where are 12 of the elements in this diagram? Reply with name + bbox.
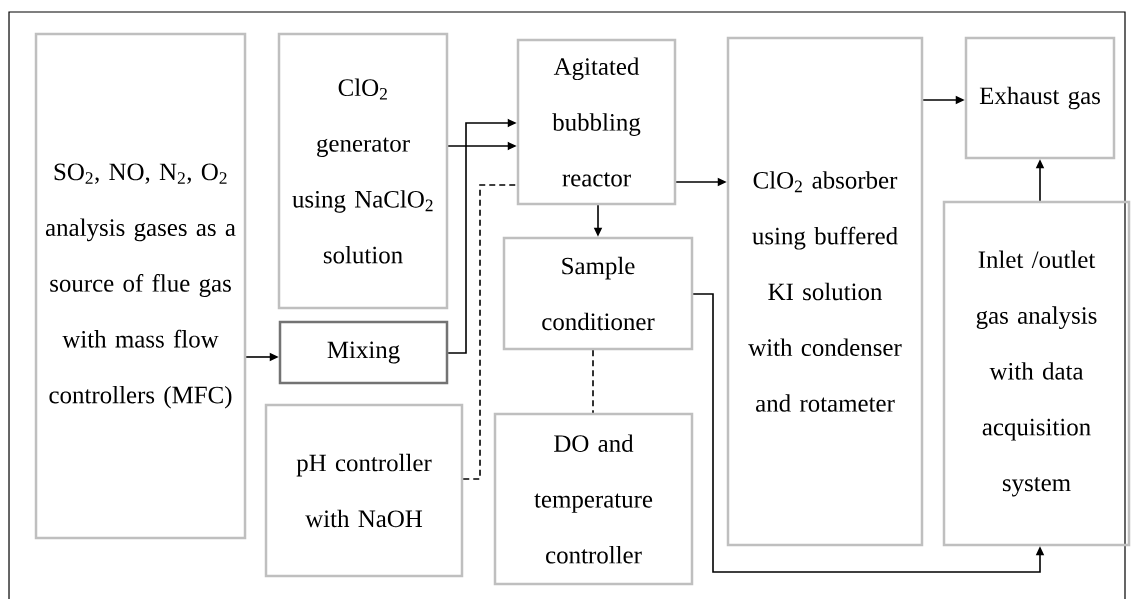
process-box: ClO$_{2}$ absorber using buffered KI solution with condenser and rotameter — [726, 36, 924, 547]
process-box: Sample conditioner — [502, 236, 694, 351]
connector-line — [462, 184, 518, 480]
process-box: Agitated bubbling reactor — [516, 38, 677, 206]
process-box: Exhaust gas — [964, 36, 1116, 160]
process-box: DO and temperature controller — [493, 412, 694, 586]
process-box: Mixing — [278, 320, 449, 385]
process-box: pH controller with NaOH — [264, 403, 464, 578]
process-box: Inlet /outlet gas analysis with data acquisition system — [942, 200, 1131, 547]
process-box: ClO$_{2}$ generator using NaClO$_{2}$ solution — [277, 32, 449, 310]
connector-line — [592, 349, 594, 414]
process-box: SO$_{2}$, NO, N$_{2}$, O$_{2}$ analysis gases as a source of flue gas with mass flow controllers (MFC) — [34, 32, 247, 540]
